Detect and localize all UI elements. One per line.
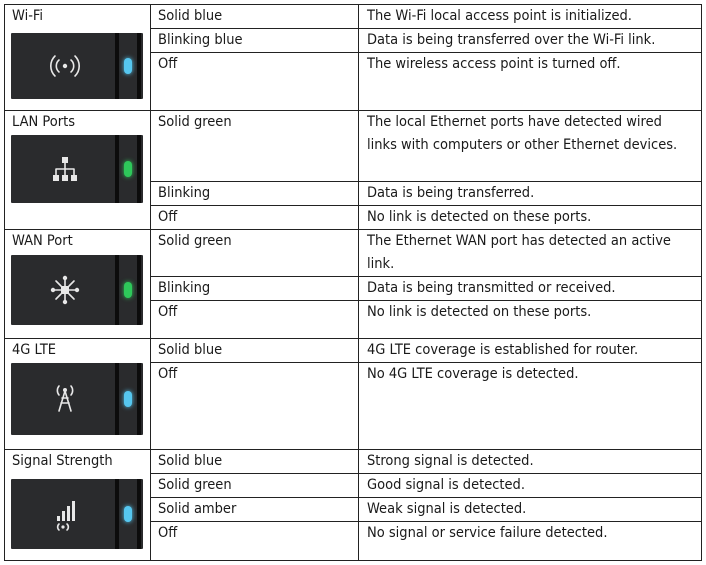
status-led: [124, 58, 132, 74]
feature-label: Signal Strength: [12, 453, 113, 469]
cell-tower-icon: [45, 379, 85, 423]
signal-bars-icon: [45, 494, 85, 538]
panel-seam: [137, 33, 141, 99]
led-indicator-image: [11, 479, 143, 549]
lan-network-icon: [45, 149, 85, 193]
led-state: Off: [158, 304, 178, 320]
row-divider: [4, 229, 702, 230]
state-description: Strong signal is detected.: [367, 453, 534, 469]
led-state: Off: [158, 366, 178, 382]
led-state: Solid green: [158, 477, 232, 493]
led-state: Off: [158, 525, 178, 541]
status-led: [124, 506, 132, 522]
wan-network-icon: [45, 270, 85, 314]
state-description: 4G LTE coverage is established for route…: [367, 342, 639, 358]
led-indicator-image: [11, 135, 143, 203]
row-divider: [150, 181, 702, 182]
row-divider: [4, 560, 702, 561]
row-divider: [4, 449, 702, 450]
state-description: Data is being transferred over the Wi-Fi…: [367, 32, 656, 48]
panel-seam: [137, 135, 141, 203]
led-indicator-image: [11, 363, 143, 435]
state-description: The Ethernet WAN port has detected an ac…: [367, 233, 671, 272]
row-divider: [4, 4, 702, 5]
panel-seam: [115, 479, 119, 549]
feature-label: Wi-Fi: [12, 8, 43, 24]
panel-seam: [137, 363, 141, 435]
column-divider: [701, 4, 702, 561]
column-divider: [4, 4, 5, 561]
feature-label: LAN Ports: [12, 114, 76, 130]
led-state: Off: [158, 56, 178, 72]
wifi-broadcast-icon: [45, 46, 85, 90]
state-description: Good signal is detected.: [367, 477, 525, 493]
led-state: Off: [158, 209, 178, 225]
state-description: No link is detected on these ports.: [367, 304, 592, 320]
led-state: Solid green: [158, 233, 232, 249]
state-description: The wireless access point is turned off.: [367, 56, 621, 72]
row-divider: [150, 497, 702, 498]
feature-label: 4G LTE: [12, 342, 57, 358]
status-led: [124, 161, 132, 177]
state-description: No link is detected on these ports.: [367, 209, 592, 225]
column-divider: [150, 4, 151, 561]
led-state: Blinking blue: [158, 32, 243, 48]
row-divider: [150, 521, 702, 522]
panel-seam: [137, 479, 141, 549]
panel-seam: [137, 255, 141, 325]
row-divider: [150, 205, 702, 206]
led-indicator-image: [11, 255, 143, 325]
state-description: Data is being transmitted or received.: [367, 280, 616, 296]
state-description: The Wi-Fi local access point is initiali…: [367, 8, 632, 24]
row-divider: [4, 338, 702, 339]
row-divider: [150, 52, 702, 53]
state-description: Weak signal is detected.: [367, 501, 527, 517]
state-description: Data is being transferred.: [367, 185, 535, 201]
state-description: No 4G LTE coverage is detected.: [367, 366, 579, 382]
row-divider: [150, 28, 702, 29]
panel-seam: [115, 363, 119, 435]
led-state: Solid green: [158, 114, 232, 130]
led-indicator-image: [11, 33, 143, 99]
led-state: Solid blue: [158, 453, 223, 469]
state-description: The local Ethernet ports have detected w…: [367, 114, 678, 153]
row-divider: [4, 110, 702, 111]
led-state: Solid blue: [158, 342, 223, 358]
panel-seam: [115, 135, 119, 203]
led-state: Blinking: [158, 280, 211, 296]
column-divider: [358, 4, 359, 561]
feature-label: WAN Port: [12, 233, 73, 249]
led-state: Blinking: [158, 185, 211, 201]
row-divider: [150, 300, 702, 301]
row-divider: [150, 473, 702, 474]
panel-seam: [115, 33, 119, 99]
row-divider: [150, 276, 702, 277]
status-led: [124, 391, 132, 407]
row-divider: [150, 362, 702, 363]
status-led: [124, 282, 132, 298]
led-state: Solid amber: [158, 501, 237, 517]
led-state: Solid blue: [158, 8, 223, 24]
state-description: No signal or service failure detected.: [367, 525, 608, 541]
panel-seam: [115, 255, 119, 325]
